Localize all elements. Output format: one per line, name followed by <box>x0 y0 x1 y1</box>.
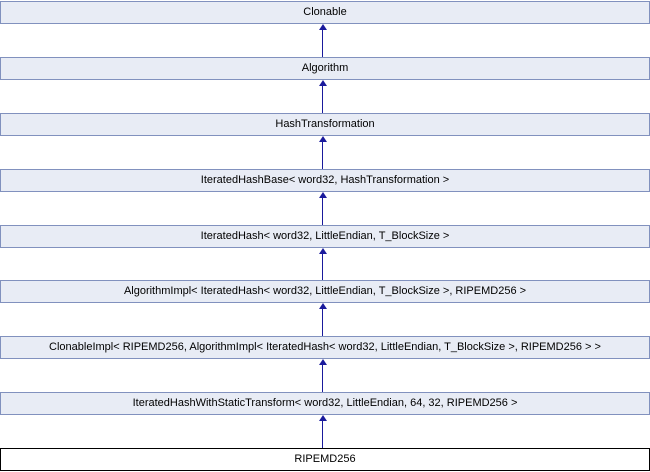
inheritance-arrow <box>0 248 650 280</box>
arrowhead-up-icon <box>319 359 327 365</box>
arrow-line <box>322 28 323 57</box>
inheritance-arrow <box>0 359 650 392</box>
inheritance-arrow <box>0 24 650 57</box>
inheritance-arrow <box>0 80 650 113</box>
class-node-ripemd256: RIPEMD256 <box>0 448 650 471</box>
arrow-line <box>322 363 323 392</box>
arrow-line <box>322 196 323 225</box>
arrowhead-up-icon <box>319 415 327 421</box>
class-node-clonable[interactable]: Clonable <box>0 1 650 24</box>
inheritance-arrow <box>0 192 650 225</box>
inheritance-arrow <box>0 136 650 169</box>
class-node-algorithmimpl[interactable]: AlgorithmImpl< IteratedHash< word32, Lit… <box>0 280 650 303</box>
inheritance-arrow <box>0 415 650 448</box>
arrowhead-up-icon <box>319 80 327 86</box>
class-node-iteratedhashbase[interactable]: IteratedHashBase< word32, HashTransforma… <box>0 169 650 192</box>
arrow-line <box>322 419 323 448</box>
class-node-iteratedhashwithstatictransform[interactable]: IteratedHashWithStaticTransform< word32,… <box>0 392 650 415</box>
arrow-line <box>322 84 323 113</box>
class-node-iteratedhash[interactable]: IteratedHash< word32, LittleEndian, T_Bl… <box>0 225 650 248</box>
arrow-line <box>322 252 323 280</box>
arrowhead-up-icon <box>319 248 327 254</box>
arrowhead-up-icon <box>319 303 327 309</box>
arrowhead-up-icon <box>319 24 327 30</box>
inheritance-arrow <box>0 303 650 336</box>
arrow-line <box>322 140 323 169</box>
class-node-algorithm[interactable]: Algorithm <box>0 57 650 80</box>
arrowhead-up-icon <box>319 136 327 142</box>
class-node-clonableimpl[interactable]: ClonableImpl< RIPEMD256, AlgorithmImpl< … <box>0 336 650 359</box>
arrow-line <box>322 307 323 336</box>
arrowhead-up-icon <box>319 192 327 198</box>
class-node-hashtransformation[interactable]: HashTransformation <box>0 113 650 136</box>
